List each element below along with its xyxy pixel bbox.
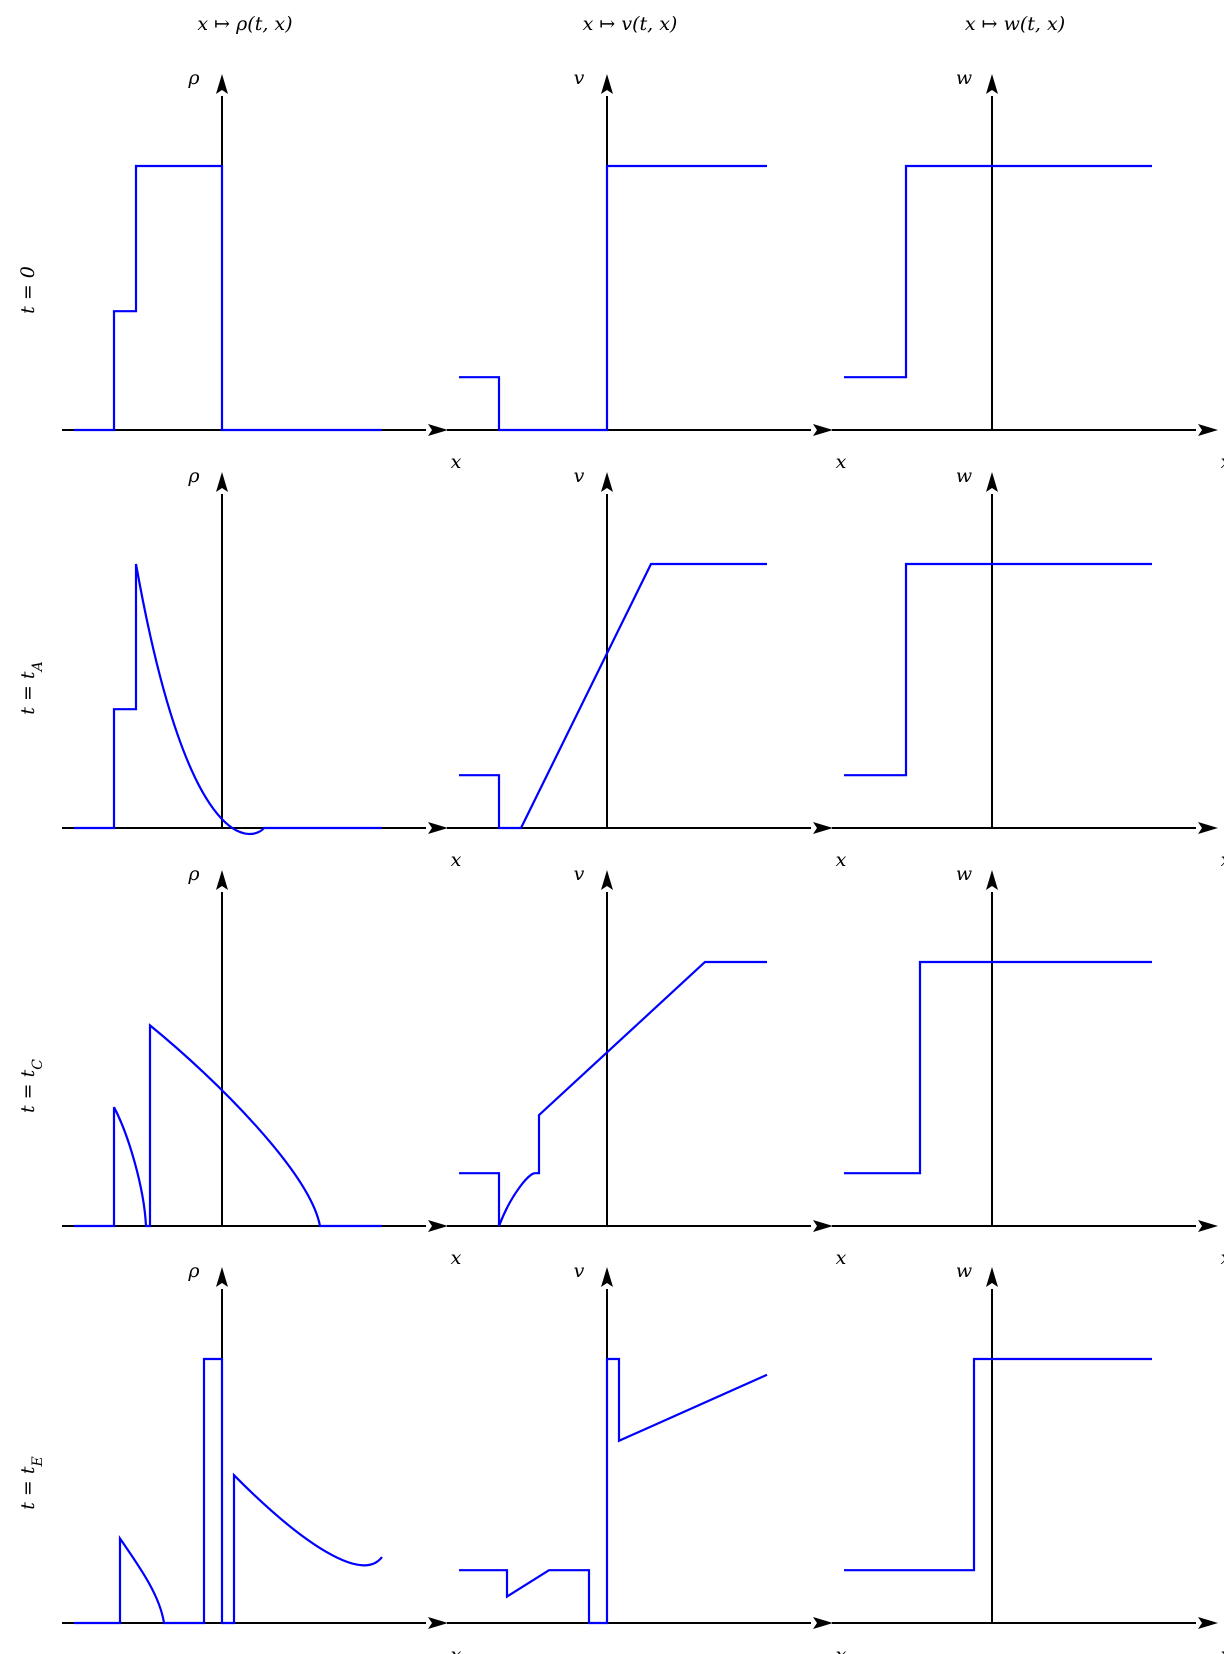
y-axis-arrow <box>601 74 613 94</box>
panel: xv <box>447 67 847 473</box>
row-label-text: t = 0 <box>17 266 39 314</box>
panel: xw <box>832 1260 1224 1654</box>
x-axis-label: x <box>836 1247 847 1269</box>
x-axis-label: x <box>451 1247 462 1269</box>
row-label-text: t = tA <box>17 661 46 714</box>
x-axis-arrow <box>1198 1220 1218 1232</box>
y-axis-arrow <box>216 472 228 492</box>
row-label-text: t = tC <box>17 1059 46 1113</box>
x-axis-arrow <box>1198 424 1218 436</box>
solution-curve <box>844 164 1152 379</box>
y-axis-arrow <box>601 870 613 890</box>
solution-curve <box>844 1357 1152 1572</box>
column-title-v: x ↦ v(t, x) <box>583 13 678 35</box>
solution-curve <box>74 164 382 432</box>
panel: xρ <box>62 863 462 1269</box>
y-axis-arrow <box>601 1267 613 1287</box>
x-axis-arrow <box>428 424 448 436</box>
row-label: t = tE <box>17 1456 46 1510</box>
x-axis-label: x <box>836 451 847 473</box>
panel: xρ <box>62 1260 462 1654</box>
x-axis-arrow <box>428 822 448 834</box>
solution-curve <box>459 960 767 1227</box>
y-axis-label: v <box>574 1260 585 1282</box>
y-axis-label: ρ <box>187 863 200 885</box>
x-axis-arrow <box>1198 822 1218 834</box>
x-axis-label: x <box>1221 1644 1224 1654</box>
x-axis-label: x <box>451 849 462 871</box>
x-axis-label: x <box>1221 451 1224 473</box>
y-axis-arrow <box>986 1267 998 1287</box>
panel: xρ <box>62 67 462 473</box>
x-axis-label: x <box>451 451 462 473</box>
y-axis-label: ρ <box>187 67 200 89</box>
column-title-rho: x ↦ ρ(t, x) <box>197 13 292 35</box>
solution-curve <box>459 562 767 830</box>
column-titles: x ↦ ρ(t, x) x ↦ v(t, x) x ↦ w(t, x) <box>197 13 1065 35</box>
solution-curve <box>74 1023 382 1228</box>
y-axis-label: v <box>574 465 585 487</box>
panels: xρxvxwxρxvxwxρxvxwxρxvxw <box>62 67 1224 1654</box>
x-axis-label: x <box>451 1644 462 1654</box>
x-axis-arrow <box>428 1617 448 1629</box>
x-axis-label: x <box>1221 1247 1224 1269</box>
x-axis-label: x <box>1221 849 1224 871</box>
x-axis-arrow <box>813 424 833 436</box>
y-axis-arrow <box>986 870 998 890</box>
y-axis-arrow <box>216 1267 228 1287</box>
y-axis-arrow <box>986 472 998 492</box>
column-title-w: x ↦ w(t, x) <box>965 13 1065 35</box>
y-axis-label: ρ <box>187 1260 200 1282</box>
row-label: t = 0 <box>17 266 39 314</box>
panel: xρ <box>62 465 462 871</box>
y-axis-label: w <box>956 863 972 885</box>
y-axis-arrow <box>601 472 613 492</box>
solution-curve <box>459 164 767 432</box>
x-axis-arrow <box>813 1220 833 1232</box>
panel: xv <box>447 465 847 871</box>
y-axis-label: ρ <box>187 465 200 487</box>
x-axis-arrow <box>813 822 833 834</box>
panel: xv <box>447 863 847 1269</box>
x-axis-arrow <box>1198 1617 1218 1629</box>
panel: xw <box>832 465 1224 871</box>
panel: xv <box>447 1260 847 1654</box>
y-axis-label: w <box>956 1260 972 1282</box>
x-axis-label: x <box>836 1644 847 1654</box>
solution-curve <box>844 562 1152 777</box>
row-labels: t = 0 t = tA t = tC t = tE <box>17 266 46 1510</box>
solution-curve <box>459 1357 768 1625</box>
row-label-text: t = tE <box>17 1456 46 1510</box>
solution-curve <box>74 563 382 836</box>
solution-curve <box>844 960 1152 1175</box>
y-axis-label: w <box>956 67 972 89</box>
x-axis-arrow <box>428 1220 448 1232</box>
y-axis-label: v <box>574 67 585 89</box>
solution-curve <box>74 1357 383 1625</box>
y-axis-label: v <box>574 863 585 885</box>
panel: xw <box>832 67 1224 473</box>
x-axis-label: x <box>836 849 847 871</box>
y-axis-arrow <box>216 870 228 890</box>
row-label: t = tA <box>17 661 46 714</box>
y-axis-arrow <box>216 74 228 94</box>
panel: xw <box>832 863 1224 1269</box>
y-axis-arrow <box>986 74 998 94</box>
x-axis-arrow <box>813 1617 833 1629</box>
row-label: t = tC <box>17 1059 46 1113</box>
y-axis-label: w <box>956 465 972 487</box>
